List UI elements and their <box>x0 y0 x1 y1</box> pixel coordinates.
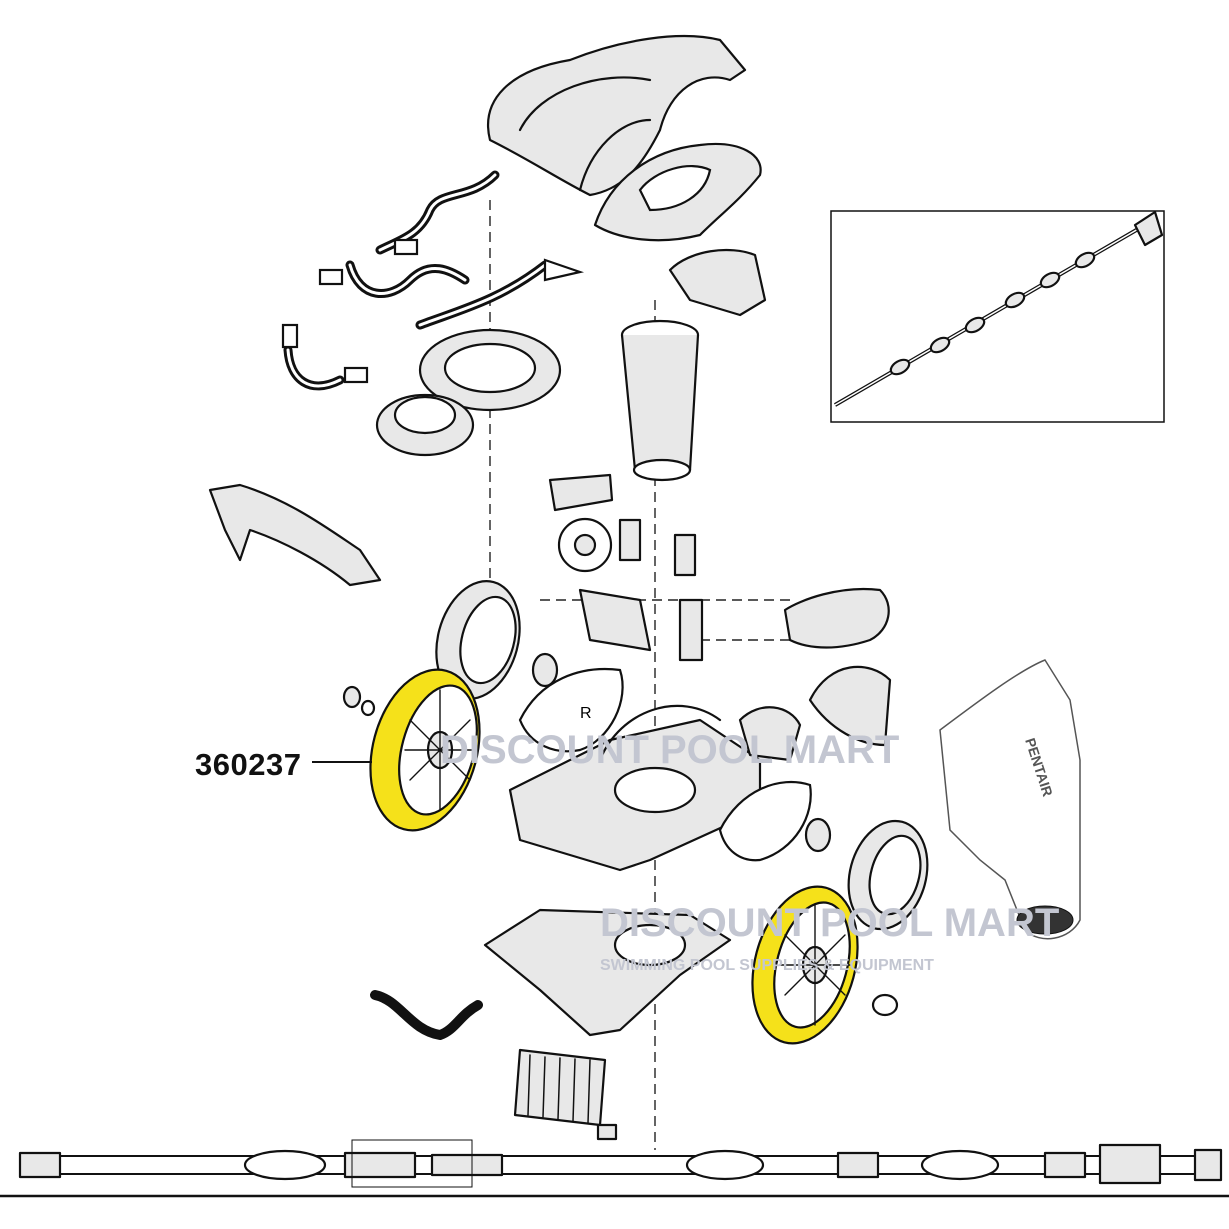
part-number-callout: 360237 <box>195 747 302 782</box>
hose-assembly <box>281 170 585 391</box>
side-cover-right <box>783 588 892 747</box>
handle-bracket <box>208 483 382 587</box>
highlighted-wheel-left <box>342 668 481 832</box>
watermark-name-2: DISCOUNT POOL MART <box>600 901 1060 945</box>
drive-gear-parts <box>548 473 704 662</box>
chassis <box>508 704 802 872</box>
bottom-hose-assembly <box>18 1139 1223 1188</box>
gear-mark: R <box>580 705 592 722</box>
inset-hose-detail <box>830 210 1165 423</box>
top-cover <box>487 35 747 197</box>
top-shell <box>593 142 767 317</box>
highlighted-wheel-right <box>751 885 899 1045</box>
debris-bag: PENTAIR <box>939 659 1081 940</box>
bottom-skirt <box>483 908 732 1037</box>
wheel-front-right <box>847 819 929 931</box>
side-cover-lower <box>718 780 832 862</box>
gear-cover: R <box>518 668 624 753</box>
wheel-rear-left <box>435 580 559 700</box>
throat-column <box>620 319 700 482</box>
turbine-housing <box>375 328 562 457</box>
watermark-tagline: SWIMMING POOL SUPPLIES & EQUIPMENT <box>600 957 934 974</box>
watermark-name-1: DISCOUNT POOL MART <box>440 728 900 772</box>
hose-elbow <box>370 990 483 1040</box>
assembly-axis-lines <box>489 200 790 1150</box>
brush-roller <box>513 1048 618 1141</box>
